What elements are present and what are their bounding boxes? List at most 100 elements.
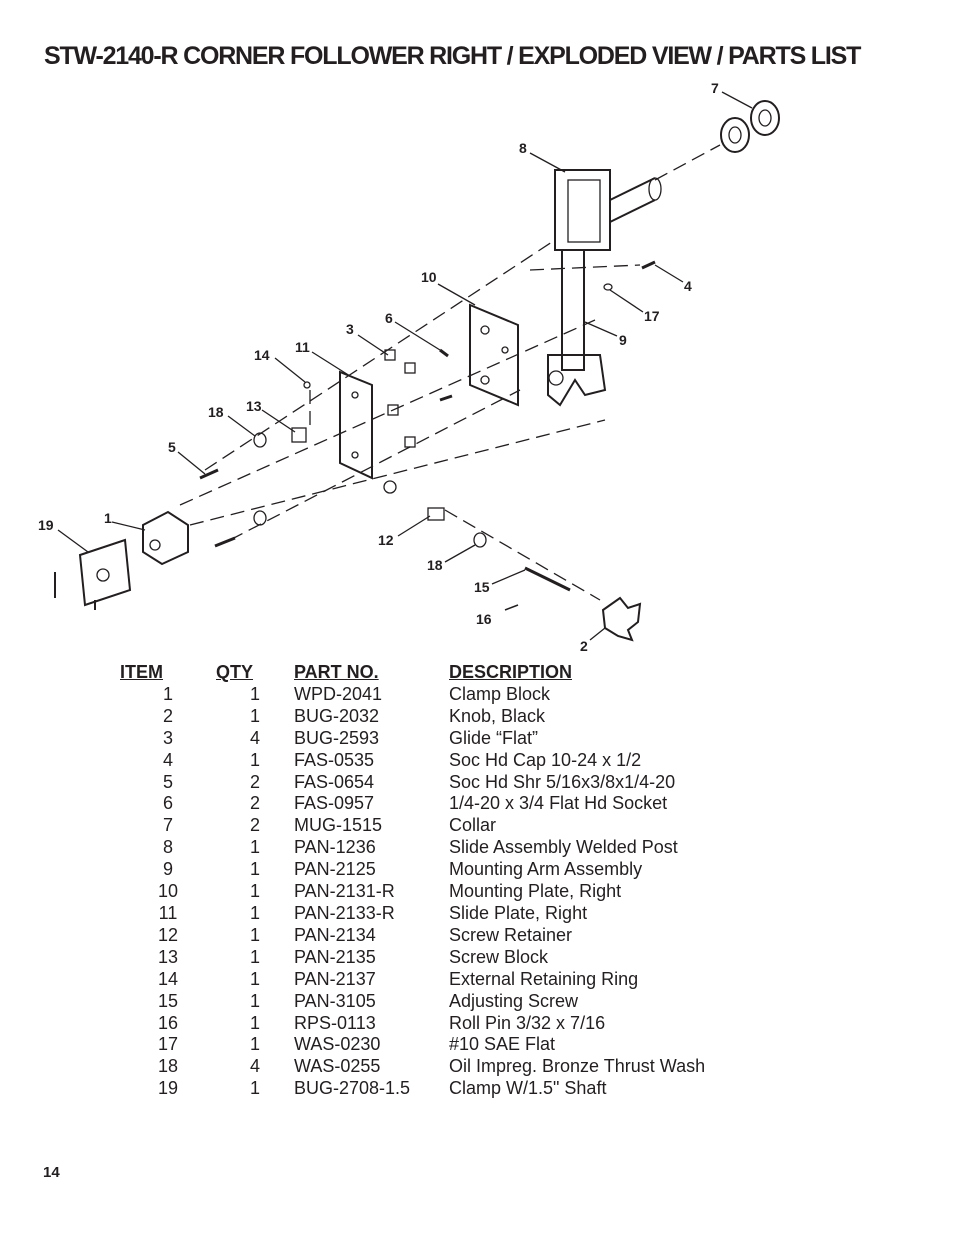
cell-qty: 1 — [249, 968, 260, 989]
cell-part-no: PAN-2135 — [294, 946, 376, 967]
cell-part-no: PAN-1236 — [294, 837, 376, 858]
cell-item: 4 — [162, 749, 173, 770]
callout-8: 8 — [519, 140, 527, 156]
cell-qty: 2 — [249, 793, 260, 814]
cell-qty: 1 — [249, 683, 260, 704]
header-item: ITEM — [120, 662, 163, 682]
cell-item: 9 — [162, 859, 173, 880]
cell-part-no: PAN-2131-R — [294, 881, 395, 902]
exploded-view-diagram: 7 8 4 17 10 9 6 3 11 14 13 18 5 19 1 12 … — [38, 80, 780, 654]
cell-description: Screw Block — [449, 946, 549, 967]
cell-item: 11 — [158, 902, 178, 923]
table-row: 3 4 BUG-2593 Glide “Flat” — [120, 728, 705, 750]
cell-item: 13 — [157, 946, 179, 967]
cell-description: Collar — [449, 815, 497, 836]
callout-3: 3 — [346, 321, 354, 337]
cell-part-no: PAN-2133-R — [294, 902, 395, 923]
cell-qty: 1 — [249, 1034, 260, 1055]
cell-qty: 1 — [249, 881, 260, 902]
callout-13: 13 — [246, 398, 262, 414]
cell-part-no: FAS-0654 — [294, 771, 375, 792]
cell-description: Mounting Plate, Right — [449, 881, 622, 902]
cell-part-no: PAN-3105 — [294, 990, 376, 1011]
cell-item: 12 — [157, 924, 179, 945]
header-part-no: PART NO. — [294, 662, 379, 682]
callout-10: 10 — [421, 269, 437, 285]
callout-6: 6 — [385, 310, 393, 326]
page-title: STW-2140-R CORNER FOLLOWER RIGHT / EXPLO… — [44, 42, 861, 70]
table-row: 7 2 MUG-1515 Collar — [120, 815, 705, 837]
cell-qty: 2 — [249, 771, 260, 792]
callout-18b: 18 — [427, 557, 443, 573]
cell-item: 2 — [162, 705, 173, 726]
cell-item: 5 — [162, 771, 173, 792]
cell-qty: 1 — [249, 859, 260, 880]
cell-part-no: WAS-0230 — [294, 1034, 381, 1055]
cell-description: Roll Pin 3/32 x 7/16 — [449, 1012, 606, 1033]
cell-description: Slide Assembly Welded Post — [449, 837, 678, 858]
callout-16: 16 — [476, 611, 492, 627]
cell-item: 14 — [157, 968, 179, 989]
cell-description: 1/4-20 x 3/4 Flat Hd Socket — [449, 793, 668, 814]
callout-7: 7 — [711, 80, 719, 96]
cell-item: 1 — [162, 683, 173, 704]
cell-item: 16 — [157, 1012, 179, 1033]
cell-item: 6 — [162, 793, 173, 814]
cell-qty: 1 — [249, 946, 260, 967]
callout-19: 19 — [38, 517, 54, 533]
callout-4: 4 — [684, 278, 692, 294]
cell-item: 7 — [162, 815, 173, 836]
callout-14: 14 — [254, 347, 270, 363]
table-row: 14 1 PAN-2137 External Retaining Ring — [120, 969, 705, 991]
header-qty: QTY — [216, 662, 254, 682]
cell-description: Slide Plate, Right — [449, 902, 588, 923]
cell-part-no: MUG-1515 — [294, 815, 383, 836]
cell-part-no: BUG-2708-1.5 — [294, 1078, 411, 1099]
cell-part-no: PAN-2134 — [294, 924, 376, 945]
cell-qty: 1 — [249, 924, 260, 945]
cell-item: 3 — [162, 727, 173, 748]
cell-description: Knob, Black — [449, 705, 546, 726]
cell-part-no: WAS-0255 — [294, 1056, 381, 1077]
table-row: 2 1 BUG-2032 Knob, Black — [120, 706, 705, 728]
cell-description: External Retaining Ring — [449, 968, 639, 989]
cell-item: 8 — [162, 837, 173, 858]
cell-part-no: BUG-2032 — [294, 705, 380, 726]
cell-qty: 2 — [249, 815, 260, 836]
cell-description: #10 SAE Flat — [449, 1034, 556, 1055]
page-number: 14 — [43, 1164, 60, 1181]
cell-qty: 4 — [249, 727, 260, 748]
cell-description: Glide “Flat” — [449, 727, 539, 748]
callout-17: 17 — [644, 308, 660, 324]
cell-item: 15 — [157, 990, 179, 1011]
cell-part-no: BUG-2593 — [294, 727, 380, 748]
cell-description: Oil Impreg. Bronze Thrust Wash — [449, 1056, 706, 1077]
callout-1: 1 — [104, 510, 112, 526]
callout-9: 9 — [619, 332, 627, 348]
cell-qty: 1 — [249, 902, 260, 923]
cell-item: 10 — [157, 881, 179, 902]
table-row: 10 1 PAN-2131-R Mounting Plate, Right — [120, 881, 705, 903]
cell-description: Adjusting Screw — [449, 990, 579, 1011]
cell-qty: 1 — [249, 705, 260, 726]
cell-description: Mounting Arm Assembly — [449, 859, 643, 880]
cell-part-no: PAN-2137 — [294, 968, 376, 989]
cell-part-no: RPS-0113 — [294, 1012, 376, 1033]
callout-2: 2 — [580, 638, 588, 654]
cell-description: Clamp W/1.5" Shaft — [449, 1078, 607, 1099]
callout-11: 11 — [295, 339, 310, 355]
parts-list-header: ITEM QTY PART NO. DESCRIPTION — [120, 662, 705, 684]
header-description: DESCRIPTION — [449, 662, 573, 682]
